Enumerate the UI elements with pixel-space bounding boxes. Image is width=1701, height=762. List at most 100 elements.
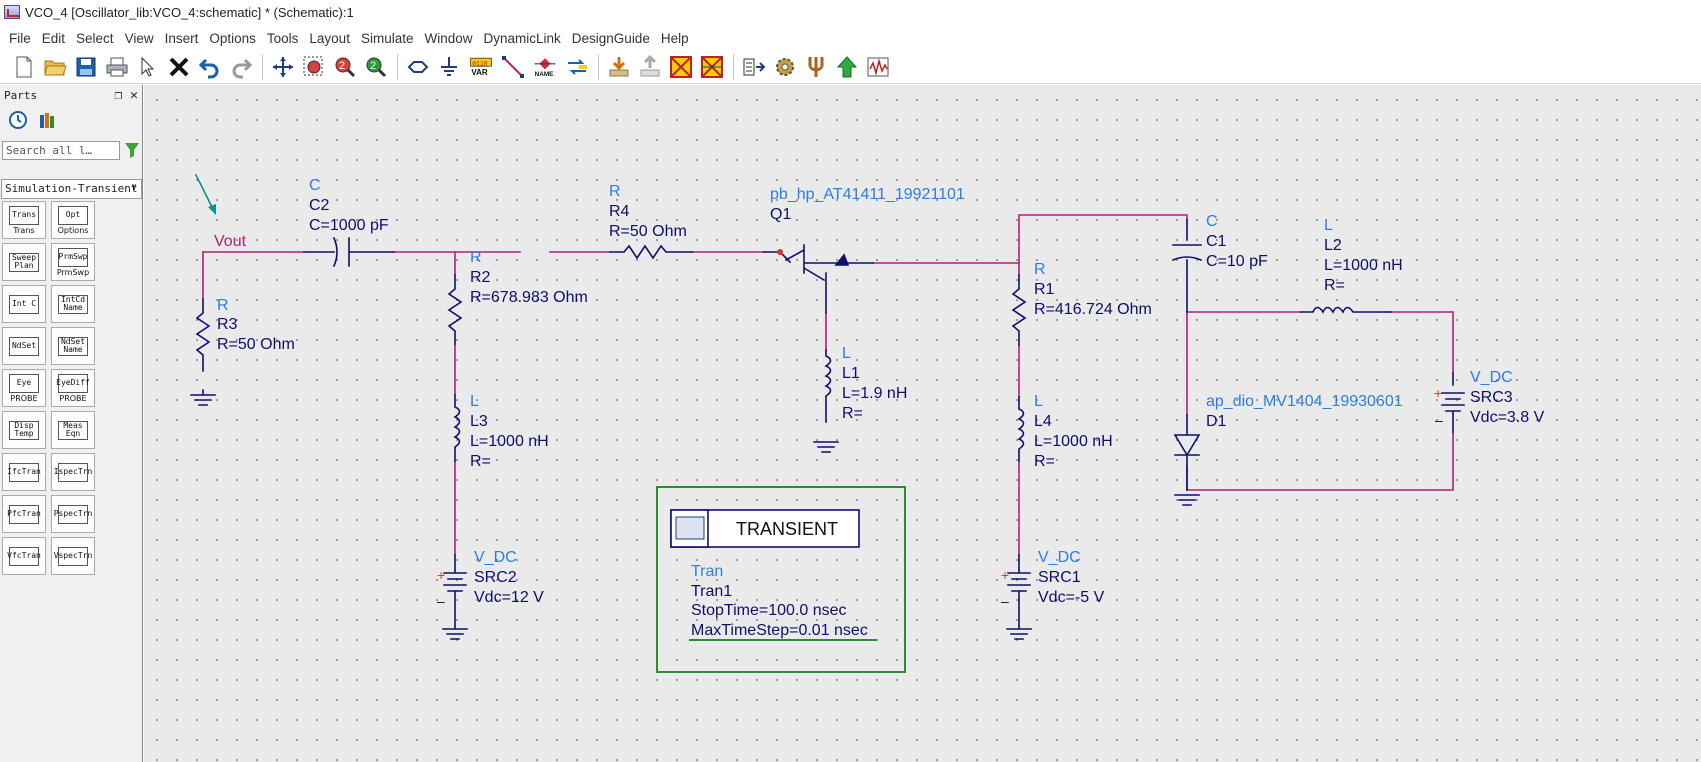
- parts-search-input[interactable]: Search all l…: [2, 141, 120, 160]
- menu-edit[interactable]: Edit: [41, 30, 66, 46]
- palette-ndset-name-button[interactable]: NdSet Name: [51, 327, 95, 365]
- menu-dynamiclink[interactable]: DynamicLink: [483, 30, 561, 46]
- palette-int-c-button[interactable]: Int C: [2, 285, 46, 323]
- r3-value: R=50 Ohm: [217, 336, 295, 353]
- history-icon[interactable]: [8, 110, 28, 130]
- l3-name: L3: [470, 413, 488, 430]
- select-button[interactable]: [134, 53, 162, 81]
- palette-intcd-name-button[interactable]: IntCd Name: [51, 285, 95, 323]
- transistor-q1: [763, 244, 874, 314]
- menu-select[interactable]: Select: [76, 30, 114, 46]
- menu-simulate[interactable]: Simulate: [360, 30, 414, 46]
- l4-name: L4: [1034, 413, 1052, 430]
- menu-help[interactable]: Help: [660, 30, 689, 46]
- menu-file[interactable]: File: [9, 30, 31, 46]
- close-icon[interactable]: ✕: [130, 87, 138, 103]
- menu-view[interactable]: View: [124, 30, 154, 46]
- menu-insert[interactable]: Insert: [164, 30, 199, 46]
- port-button[interactable]: [404, 53, 432, 81]
- float-panel-icon[interactable]: ❐: [114, 87, 123, 103]
- menu-tools[interactable]: Tools: [266, 30, 299, 46]
- disp-temp-icon: Disp Temp: [9, 420, 39, 440]
- move-button[interactable]: [269, 53, 297, 81]
- push-into-button[interactable]: [605, 53, 633, 81]
- zoom-out-icon: 2: [366, 57, 387, 77]
- wire-button[interactable]: [499, 53, 527, 81]
- folder-open-icon: [44, 60, 67, 75]
- inductor-l2: [1300, 306, 1392, 314]
- palette-sweep-plan-button[interactable]: Sweep Plan: [2, 243, 46, 281]
- palette-pfctran-button[interactable]: PfcTran: [2, 495, 46, 533]
- menu-options[interactable]: Options: [209, 30, 256, 46]
- schematic-canvas[interactable]: Vout R R3 R=50 Ohm C C2 C=1000 pF R R2 R…: [144, 85, 1701, 762]
- menu-layout[interactable]: Layout: [309, 30, 350, 46]
- pop-up-icon: [640, 54, 660, 76]
- chevron-down-icon: ∨: [130, 182, 137, 193]
- palette-disp-temp-button[interactable]: Disp Temp: [2, 411, 46, 449]
- delete-button[interactable]: [165, 53, 193, 81]
- swap-button[interactable]: [563, 53, 591, 81]
- menu-designguide[interactable]: DesignGuide: [571, 30, 650, 46]
- c1-value: C=10 pF: [1206, 253, 1268, 270]
- filter-icon[interactable]: [124, 142, 140, 158]
- deactivate-button[interactable]: [667, 53, 695, 81]
- zoom-out-button[interactable]: 2: [362, 53, 390, 81]
- zoom-area-button[interactable]: [300, 53, 328, 81]
- ground-button[interactable]: [435, 53, 463, 81]
- palette-ifctran-button[interactable]: IfcTran: [2, 453, 46, 491]
- prmswp-icon: PrmSwp: [58, 247, 88, 267]
- palette-ispectrn-button[interactable]: IspecTrn: [51, 453, 95, 491]
- svg-text:0110: 0110: [472, 59, 488, 67]
- svg-text:2: 2: [339, 60, 345, 72]
- toolbar-separator: [598, 53, 599, 80]
- undo-icon: [198, 58, 219, 78]
- menu-window[interactable]: Window: [424, 30, 473, 46]
- component-library-button[interactable]: [740, 53, 768, 81]
- library-books-icon[interactable]: [38, 110, 58, 130]
- q1-name: Q1: [770, 206, 791, 223]
- transient-header: TRANSIENT: [736, 519, 838, 539]
- src2-name: SRC2: [474, 569, 517, 586]
- new-file-button[interactable]: [10, 53, 38, 81]
- c2-value: C=1000 pF: [309, 217, 389, 234]
- c1-type: C: [1206, 213, 1218, 230]
- name-button[interactable]: NAME: [530, 53, 560, 81]
- transient-type: Tran: [691, 563, 723, 580]
- palette-label: PrmSwp: [56, 267, 90, 277]
- r1-value: R=416.724 Ohm: [1034, 301, 1152, 318]
- wires: [202, 214, 1454, 556]
- palette-pspectrn-button[interactable]: PspecTrn: [51, 495, 95, 533]
- port-icon: [407, 60, 429, 73]
- resistor-r3: [195, 298, 211, 372]
- simulate-button[interactable]: [833, 53, 861, 81]
- open-button[interactable]: [41, 53, 69, 81]
- title-bar: VCO_4 [Oscillator_lib:VCO_4:schematic] *…: [0, 0, 1701, 24]
- data-display-button[interactable]: [864, 53, 892, 81]
- short-button[interactable]: [698, 53, 726, 81]
- print-button[interactable]: [103, 53, 131, 81]
- undo-button[interactable]: [196, 53, 224, 81]
- pop-out-button[interactable]: [636, 53, 664, 81]
- save-button[interactable]: [72, 53, 100, 81]
- l1-name: L1: [842, 365, 860, 382]
- pspectrn-icon: PspecTrn: [54, 504, 92, 524]
- int-c-icon: Int C: [9, 294, 39, 314]
- palette-vspectrn-button[interactable]: VspecTrn: [51, 537, 95, 575]
- palette-ndset-button[interactable]: NdSet: [2, 327, 46, 365]
- palette-meas-eqn-button[interactable]: Meas Eqn: [51, 411, 95, 449]
- tune-button[interactable]: [802, 53, 830, 81]
- src1-minus: –: [1001, 593, 1009, 609]
- palette-vfctran-button[interactable]: VfcTran: [2, 537, 46, 575]
- redo-button[interactable]: [227, 53, 255, 81]
- palette-label: PROBE: [10, 393, 38, 403]
- r3-name: R3: [217, 316, 238, 333]
- library-select[interactable]: Simulation-Transient ∨: [1, 179, 142, 199]
- simulation-settings-button[interactable]: [771, 53, 799, 81]
- zoom-in-button[interactable]: 2: [331, 53, 359, 81]
